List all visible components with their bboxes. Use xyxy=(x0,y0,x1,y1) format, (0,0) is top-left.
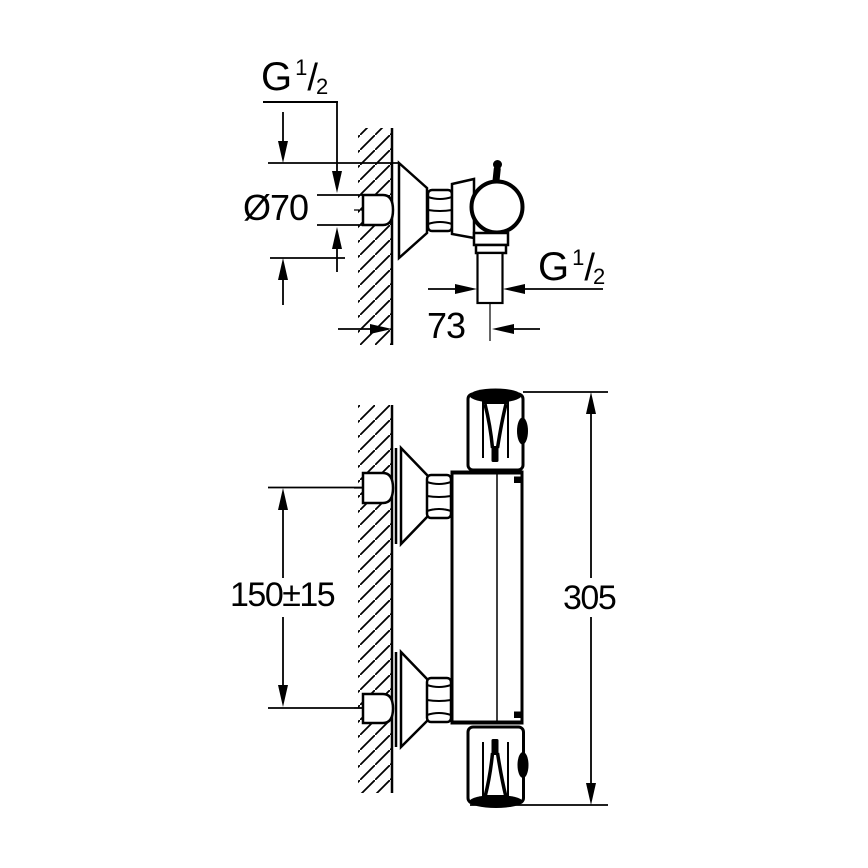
union-nut-top xyxy=(425,473,453,520)
union-nut xyxy=(426,188,454,233)
wall-union-nut xyxy=(361,193,395,227)
thermostat-body xyxy=(450,470,524,725)
side-view xyxy=(263,101,603,345)
body-marker-bottom xyxy=(514,711,522,718)
escutcheon-top xyxy=(394,444,430,548)
escutcheon-bottom xyxy=(394,648,430,751)
dimension-label-overall-height: 305 xyxy=(563,579,617,617)
dimension-arrowheads xyxy=(278,392,596,805)
bottom-knob xyxy=(466,725,529,808)
knob-side-marker xyxy=(517,752,529,778)
union-nut-bottom xyxy=(425,676,453,724)
dimension-label-escutcheon-diameter: Ø70 xyxy=(243,187,309,228)
dimension-label-connection-spacing: 150±15 xyxy=(230,576,336,614)
dimension-arrowheads xyxy=(278,141,525,334)
dimension-label-wall-to-outlet: 73 xyxy=(427,305,466,346)
wall-union-nut-top xyxy=(361,471,395,505)
escutcheon xyxy=(397,160,429,261)
body-marker-top xyxy=(514,476,522,483)
handle-knob xyxy=(469,179,525,235)
dimension-lines xyxy=(263,101,603,341)
wall-hatching xyxy=(358,128,392,345)
wall-hatching xyxy=(358,405,392,793)
outlet xyxy=(472,231,510,305)
wall-union-nut-bottom xyxy=(361,692,395,725)
top-knob xyxy=(466,388,528,472)
knob-side-marker xyxy=(517,417,528,445)
front-view xyxy=(268,388,608,808)
